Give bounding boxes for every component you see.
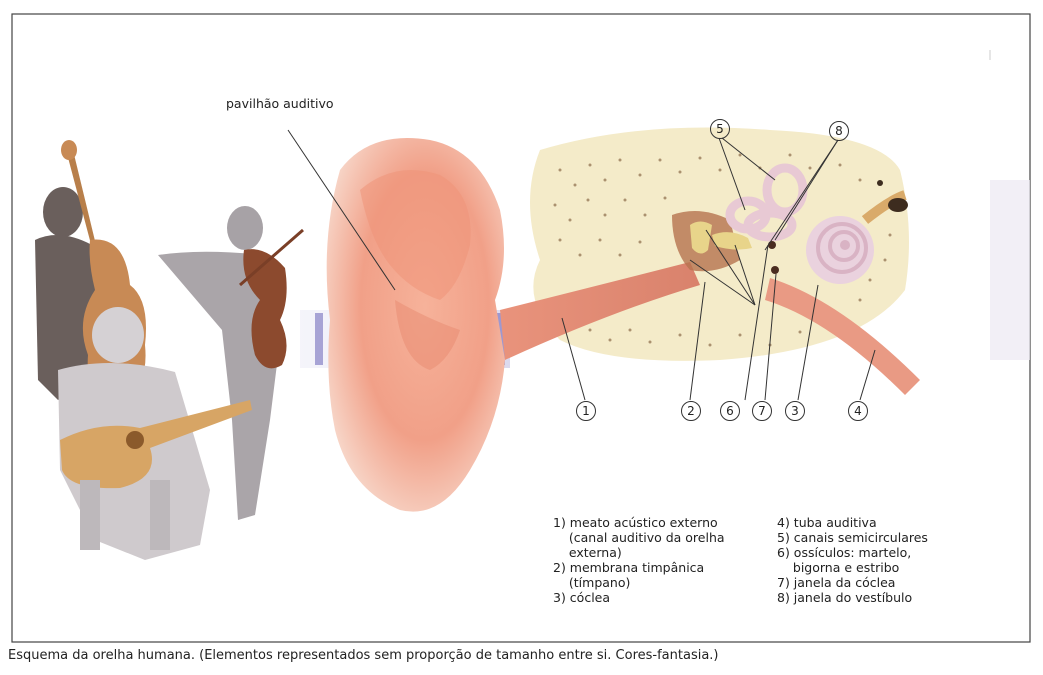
legend-right: 4) tuba auditiva 5) canais semicirculare… <box>777 515 928 605</box>
legend-item: 5) canais semicirculares <box>777 530 928 545</box>
marker-3: 3 <box>785 401 805 421</box>
legend-item: externa) <box>553 545 725 560</box>
figure-caption: Esquema da orelha humana. (Elementos rep… <box>8 648 719 663</box>
oval-window <box>768 241 776 249</box>
marker-8: 8 <box>829 121 849 141</box>
legend-item: 7) janela da cóclea <box>777 575 928 590</box>
legend-item: 3) cóclea <box>553 590 725 605</box>
legend-item: 4) tuba auditiva <box>777 515 928 530</box>
round-window <box>771 266 779 274</box>
legend-item: bigorna e estribo <box>777 560 928 575</box>
marker-4: 4 <box>848 401 868 421</box>
marker-1: 1 <box>576 401 596 421</box>
marker-6: 6 <box>720 401 740 421</box>
marker-5: 5 <box>710 119 730 139</box>
cochlea <box>806 216 874 284</box>
pinna-label: pavilhão auditivo <box>226 96 334 111</box>
marker-2: 2 <box>681 401 701 421</box>
legend-item: (tímpano) <box>553 575 725 590</box>
marker-7: 7 <box>752 401 772 421</box>
page-edge-shadow <box>990 180 1030 360</box>
legend-item: 2) membrana timpânica <box>553 560 725 575</box>
legend-item: 1) meato acústico externo <box>553 515 725 530</box>
legend-item: (canal auditivo da orelha <box>553 530 725 545</box>
legend-item: 8) janela do vestíbulo <box>777 590 928 605</box>
legend-left: 1) meato acústico externo (canal auditiv… <box>553 515 725 605</box>
legend-item: 6) ossículos: martelo, <box>777 545 928 560</box>
musicians-silhouettes <box>35 140 303 560</box>
